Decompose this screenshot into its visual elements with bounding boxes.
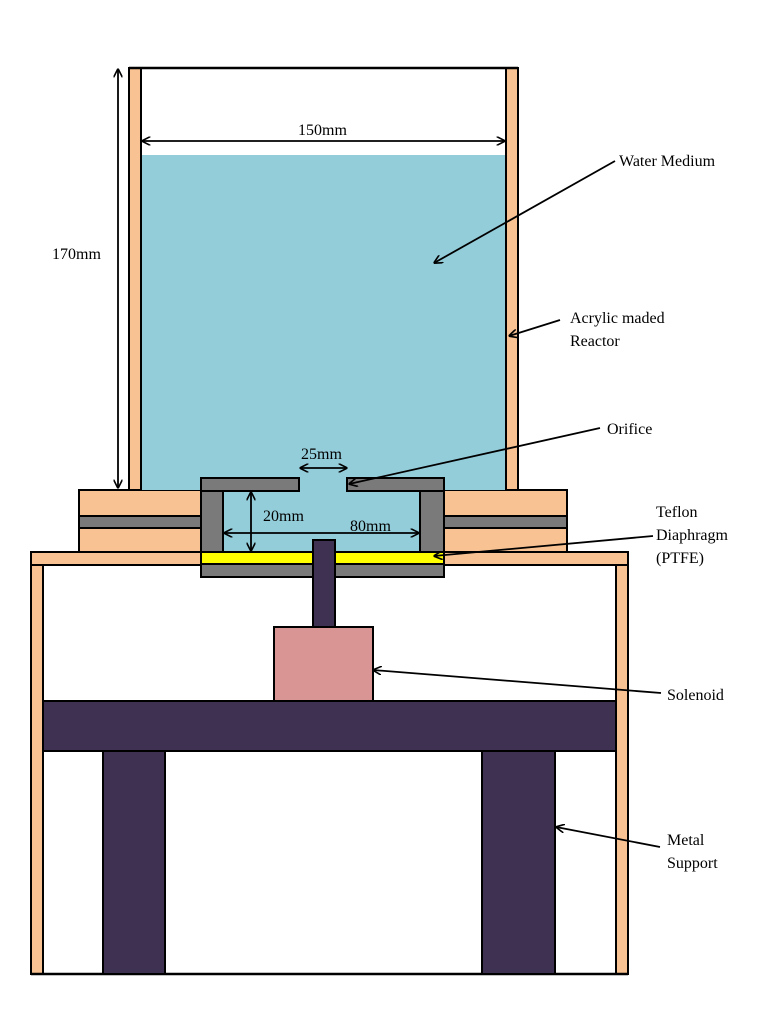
label-reactor-line1: Acrylic maded bbox=[570, 310, 665, 327]
label-water-medium: Water Medium bbox=[619, 153, 716, 170]
leader-orifice bbox=[349, 427, 601, 484]
flange-left-lower bbox=[78, 527, 204, 553]
leader-solenoid bbox=[373, 670, 662, 694]
leader-water-medium bbox=[434, 160, 616, 263]
support-right-leg bbox=[481, 749, 556, 975]
callout-leaders bbox=[349, 160, 662, 848]
dim-20-label: 20mm bbox=[263, 508, 304, 525]
reactor-right-wall bbox=[505, 67, 519, 491]
leader-reactor bbox=[509, 319, 561, 336]
flange-left bbox=[78, 489, 204, 553]
orifice-plate-left bbox=[200, 477, 300, 492]
flange-right bbox=[442, 489, 568, 553]
base-right-wall bbox=[615, 551, 629, 975]
dim-25-label: 25mm bbox=[301, 446, 342, 463]
orifice-plate-right bbox=[346, 477, 445, 492]
solenoid-plunger bbox=[312, 539, 336, 629]
reactor-column bbox=[128, 66, 519, 491]
support-beam bbox=[42, 700, 617, 752]
flange-left-gasket bbox=[78, 515, 204, 529]
base-left-wall bbox=[30, 551, 44, 975]
label-orifice: Orifice bbox=[607, 421, 652, 438]
label-solenoid: Solenoid bbox=[667, 687, 724, 704]
reactor-water bbox=[141, 155, 506, 490]
dimension-labels: 150mm 170mm 25mm 20mm 80mm bbox=[52, 122, 391, 535]
dim-170-label: 170mm bbox=[52, 246, 101, 263]
flange-left-upper bbox=[78, 489, 204, 517]
callout-labels: Water Medium Acrylic maded Reactor Orifi… bbox=[570, 153, 729, 872]
label-support-line2: Support bbox=[667, 855, 718, 872]
dim-150-label: 150mm bbox=[298, 122, 347, 139]
solenoid-body bbox=[273, 626, 374, 702]
label-reactor-line2: Reactor bbox=[570, 333, 620, 350]
leader-support bbox=[556, 827, 661, 848]
label-diaphragm-line2: Diaphragm bbox=[656, 527, 729, 544]
solenoid-assembly bbox=[273, 539, 374, 702]
flange-right-lower bbox=[442, 527, 568, 553]
metal-support bbox=[42, 700, 617, 975]
flange-right-upper bbox=[442, 489, 568, 517]
support-left-leg bbox=[102, 749, 166, 975]
leader-diaphragm bbox=[434, 535, 654, 556]
flange-right-gasket bbox=[442, 515, 568, 529]
dim-80-label: 80mm bbox=[350, 518, 391, 535]
reactor-left-wall bbox=[128, 67, 142, 491]
dimension-lines bbox=[118, 69, 505, 551]
label-support-line1: Metal bbox=[667, 832, 705, 849]
label-diaphragm-line3: (PTFE) bbox=[656, 550, 704, 567]
label-diaphragm-line1: Teflon bbox=[656, 504, 698, 521]
